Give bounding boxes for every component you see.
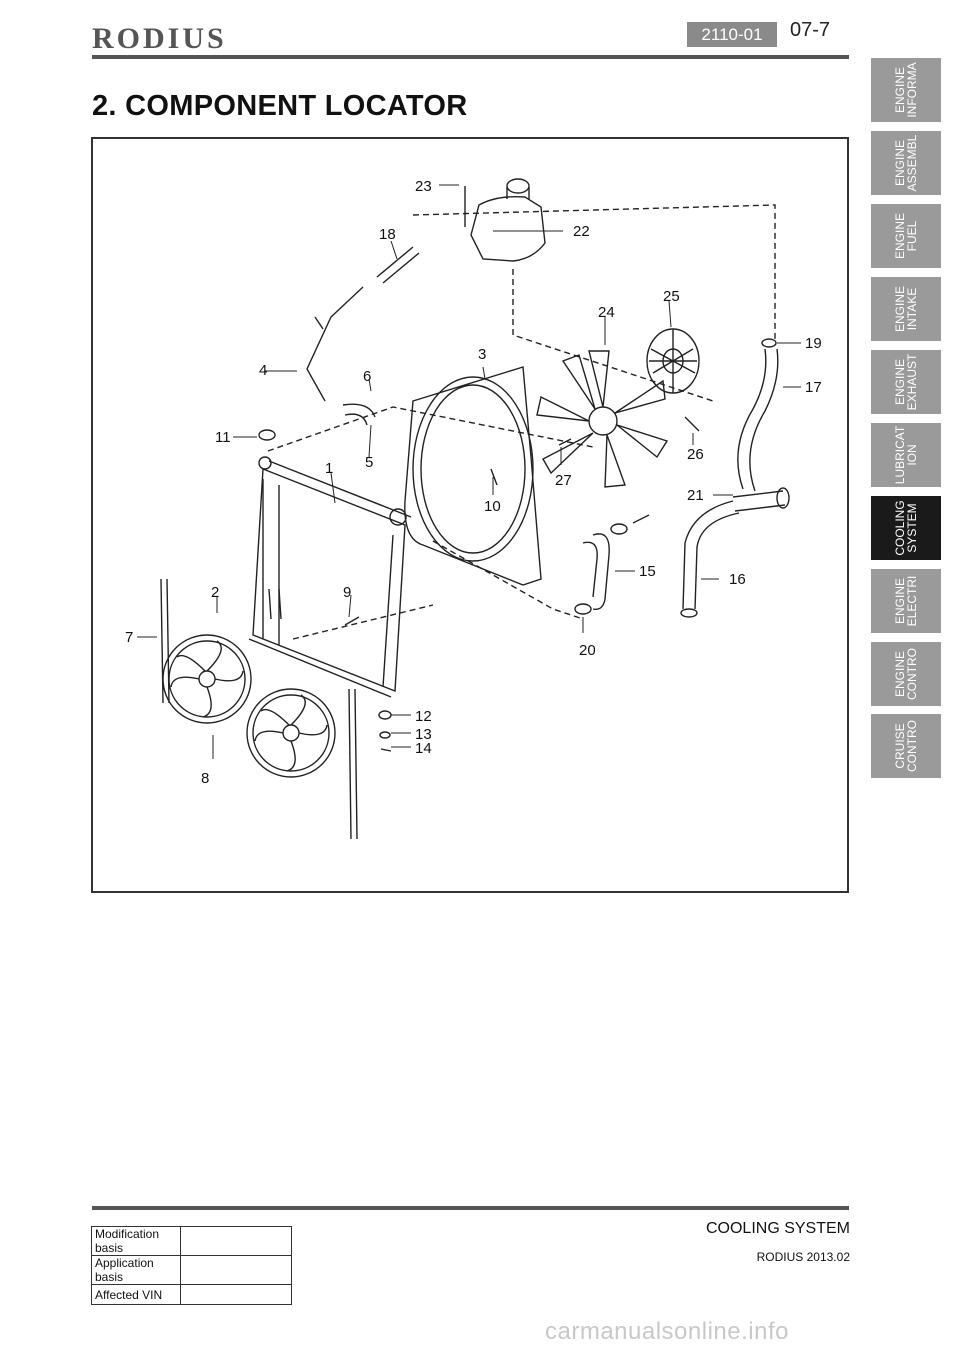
callout-22: 22 [573, 223, 590, 240]
component-illustration: 23 22 18 25 24 19 3 4 6 17 11 26 5 1 27 … [125, 178, 822, 840]
tab-engine-assembly[interactable]: ENGINE ASSEMBL [871, 131, 941, 195]
callout-25: 25 [663, 288, 680, 305]
row-value [180, 1284, 292, 1305]
row-key: Modification basis [91, 1226, 181, 1256]
tab-engine-fuel[interactable]: ENGINE FUEL [871, 204, 941, 268]
tab-lubrication[interactable]: LUBRICAT ION [871, 423, 941, 487]
callout-5: 5 [365, 454, 373, 471]
tab-label: ENGINE ELECTRI [893, 575, 919, 627]
tab-cooling-system[interactable]: COOLING SYSTEM [871, 496, 941, 560]
tab-label: ENGINE INTAKE [893, 285, 919, 333]
tab-engine-control[interactable]: ENGINE CONTRO [871, 642, 941, 706]
tab-label: LUBRICAT ION [893, 425, 919, 485]
callout-26: 26 [687, 446, 704, 463]
callout-15: 15 [639, 563, 656, 580]
row-value [180, 1255, 292, 1285]
callout-12: 12 [415, 708, 432, 725]
header-rule [92, 55, 849, 59]
tab-label: ENGINE INFORMA [893, 62, 919, 118]
footer-rule [92, 1206, 849, 1210]
callout-14: 14 [415, 740, 432, 757]
tab-engine-information[interactable]: ENGINE INFORMA [871, 58, 941, 122]
callout-27: 27 [555, 472, 572, 489]
row-key: Application basis [91, 1255, 181, 1285]
callout-3: 3 [478, 346, 486, 363]
callout-16: 16 [729, 571, 746, 588]
callout-10: 10 [484, 498, 501, 515]
page-number: 07-7 [790, 19, 831, 41]
callout-18: 18 [379, 226, 396, 243]
callout-13: 13 [415, 726, 432, 743]
modification-table: Modification basis Application basis Aff… [91, 1226, 292, 1305]
watermark: carmanualsonline.info [545, 1318, 789, 1345]
tab-label: COOLING SYSTEM [893, 500, 919, 556]
tab-engine-exhaust[interactable]: ENGINE EXHAUST [871, 350, 941, 414]
callout-21: 21 [687, 487, 704, 504]
tab-label: ENGINE FUEL [893, 212, 919, 260]
table-row: Application basis [91, 1255, 292, 1285]
footer-section-title: COOLING SYSTEM [705, 1220, 850, 1237]
callout-24: 24 [598, 304, 615, 321]
callout-1: 1 [325, 460, 333, 477]
tab-label: CRUISE CONTRO [893, 720, 919, 772]
callout-11: 11 [215, 429, 231, 446]
callout-17: 17 [805, 379, 822, 396]
tab-engine-electrical[interactable]: ENGINE ELECTRI [871, 569, 941, 633]
callout-2: 2 [211, 584, 219, 601]
callout-9: 9 [343, 584, 351, 601]
page-title: 2. COMPONENT LOCATOR [92, 90, 468, 122]
brand-logo: RODIUS [92, 22, 227, 55]
callout-6: 6 [363, 368, 371, 385]
component-diagram: 23 22 18 25 24 19 3 4 6 17 11 26 5 1 27 … [91, 137, 849, 893]
tab-label: ENGINE EXHAUST [893, 353, 919, 411]
tab-engine-intake[interactable]: ENGINE INTAKE [871, 277, 941, 341]
row-value [180, 1226, 292, 1256]
callout-23: 23 [415, 178, 432, 195]
tab-label: ENGINE ASSEMBL [893, 134, 919, 192]
footer-model: RODIUS 2013.02 [756, 1250, 850, 1264]
table-row: Affected VIN [91, 1284, 292, 1305]
callout-7: 7 [125, 629, 133, 646]
callout-20: 20 [579, 642, 596, 659]
callout-19: 19 [805, 335, 822, 352]
tab-label: ENGINE CONTRO [893, 648, 919, 700]
row-key: Affected VIN [91, 1284, 181, 1305]
section-code-badge: 2110-01 [687, 22, 777, 47]
callout-8: 8 [201, 770, 209, 787]
tab-cruise-control[interactable]: CRUISE CONTRO [871, 714, 941, 778]
table-row: Modification basis [91, 1226, 292, 1256]
callout-4: 4 [259, 362, 267, 379]
